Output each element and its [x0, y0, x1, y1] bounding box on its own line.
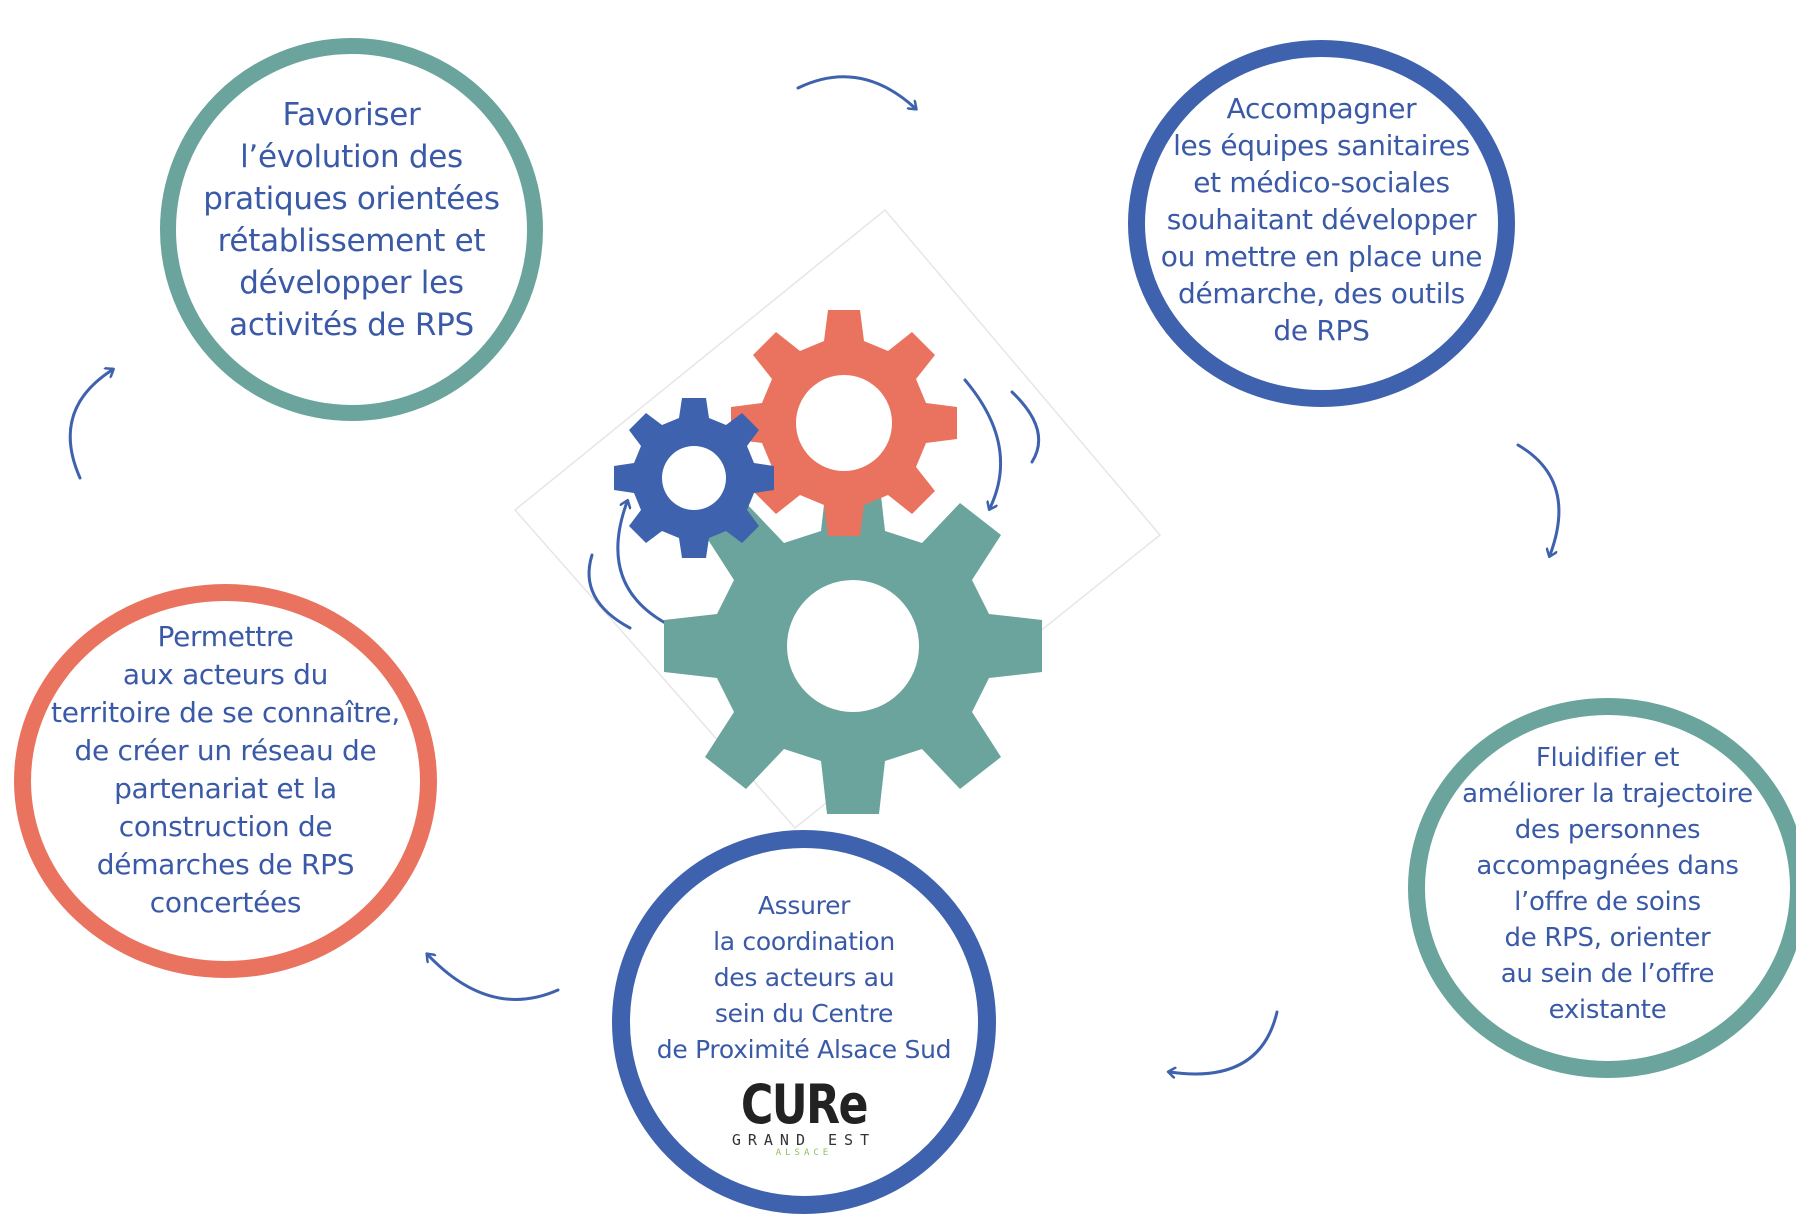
cure-logo: CURe GRAND EST ALSACE — [727, 1073, 881, 1159]
cycle-arrow-icon — [1516, 443, 1561, 555]
circle-permettre: Permettre aux acteurs du territoire de s… — [14, 584, 437, 978]
logo-main-text: CURe — [740, 1073, 869, 1136]
circle-permettre-text: Permettre aux acteurs du territoire de s… — [51, 620, 400, 919]
logo-sub-text: GRAND EST — [731, 1131, 877, 1149]
circle-fluidifier: Fluidifier et améliorer la trajectoire d… — [1408, 698, 1796, 1078]
gear-small-icon — [614, 398, 774, 558]
gear-medium-icon — [731, 310, 957, 536]
gear-large-icon — [664, 478, 1042, 814]
rotation-arc-icon — [616, 502, 677, 630]
circle-accompagner-text: Accompagner les équipes sanitaires et mé… — [1160, 92, 1483, 347]
circle-favoriser: Favoriser l’évolution des pratiques orie… — [160, 38, 543, 421]
rotation-arc-icon — [587, 553, 632, 630]
circle-favoriser-text: Favoriser l’évolution des pratiques orie… — [203, 96, 500, 343]
rotation-arc-icon — [963, 378, 1003, 508]
circle-assurer: Assurer la coordination des acteurs au s… — [612, 830, 996, 1214]
cycle-arrow-icon — [1170, 1010, 1279, 1074]
cycle-arrow-icon — [796, 75, 915, 108]
circle-accompagner: Accompagner les équipes sanitaires et mé… — [1128, 40, 1515, 407]
cycle-arrow-icon — [68, 370, 112, 480]
circle-assurer-text: Assurer la coordination des acteurs au s… — [656, 891, 952, 1064]
circle-fluidifier-text: Fluidifier et améliorer la trajectoire d… — [1462, 743, 1753, 1025]
cycle-arrow-icon — [428, 955, 560, 1001]
logo-sub2-text: ALSACE — [775, 1148, 833, 1158]
rotation-arc-icon — [1010, 390, 1041, 464]
